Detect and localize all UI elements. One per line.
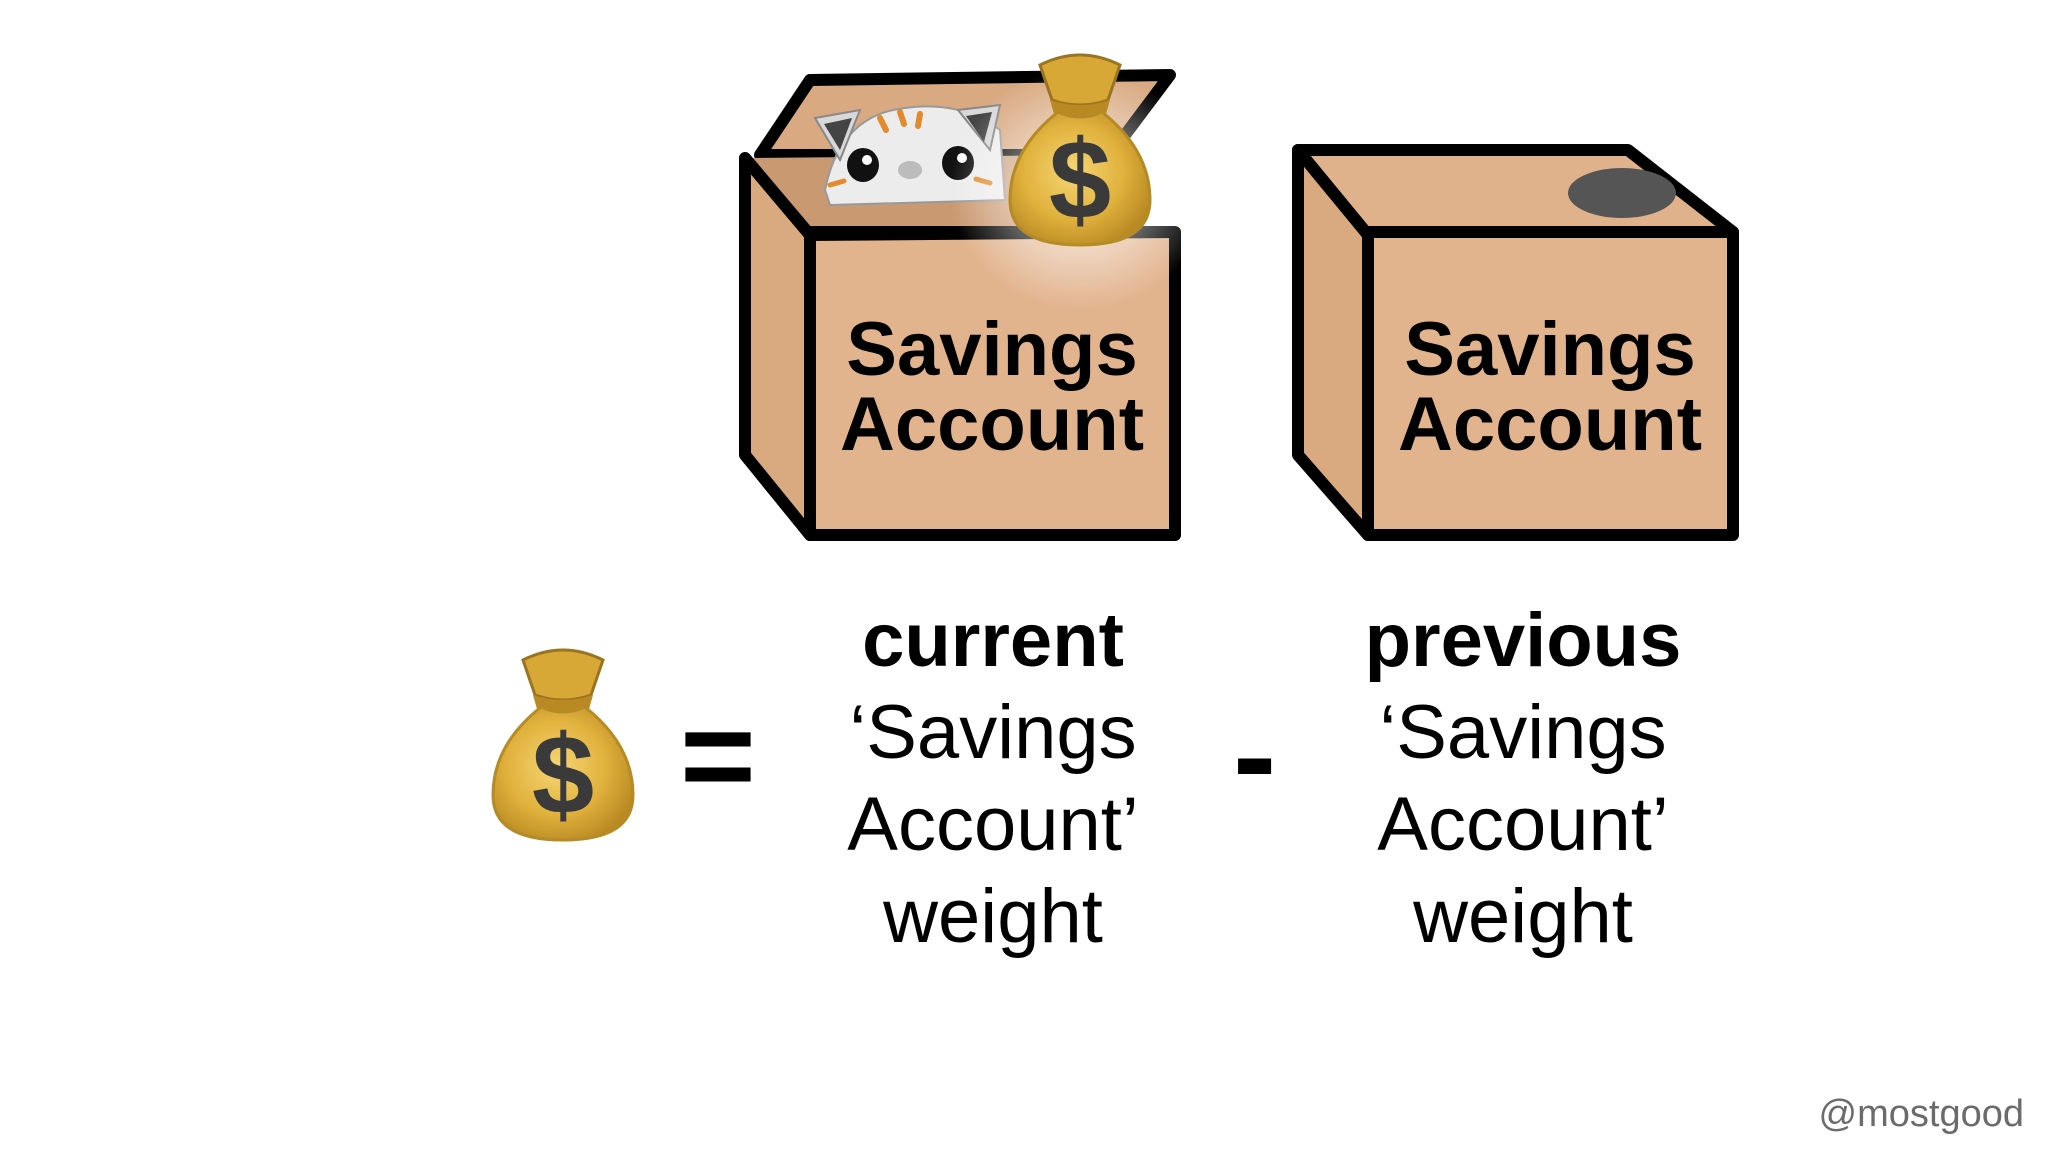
right-box-label-line2: Account: [1398, 382, 1702, 467]
previous-weight-term: previous ‘Savings Account’ weight: [1313, 595, 1733, 963]
savings-box-open: Savings Account: [739, 53, 1210, 541]
left-box-label-line2: Account: [840, 382, 1144, 467]
previous-term-head: previous: [1364, 598, 1682, 683]
previous-term-line1: ‘Savings: [1379, 690, 1667, 775]
current-term-line2: Account’: [847, 782, 1139, 867]
current-term-line1: ‘Savings: [849, 690, 1137, 775]
box-front-face: [1362, 226, 1739, 541]
current-term-line3: weight: [883, 874, 1103, 959]
current-weight-term: current ‘Savings Account’ weight: [783, 595, 1203, 963]
minus-sign: -: [1233, 682, 1277, 828]
previous-term-line3: weight: [1413, 874, 1633, 959]
coin-slot: [1568, 168, 1676, 218]
money-bag-icon: [491, 648, 635, 842]
current-term-head: current: [862, 598, 1124, 683]
savings-box-closed: Savings Account: [1292, 144, 1739, 541]
right-box-label-line1: Savings: [1404, 307, 1695, 392]
previous-term-line2: Account’: [1377, 782, 1669, 867]
equals-sign: =: [680, 682, 756, 828]
author-credit: @mostgood: [1818, 1093, 2024, 1135]
left-box-label-line1: Savings: [846, 307, 1137, 392]
